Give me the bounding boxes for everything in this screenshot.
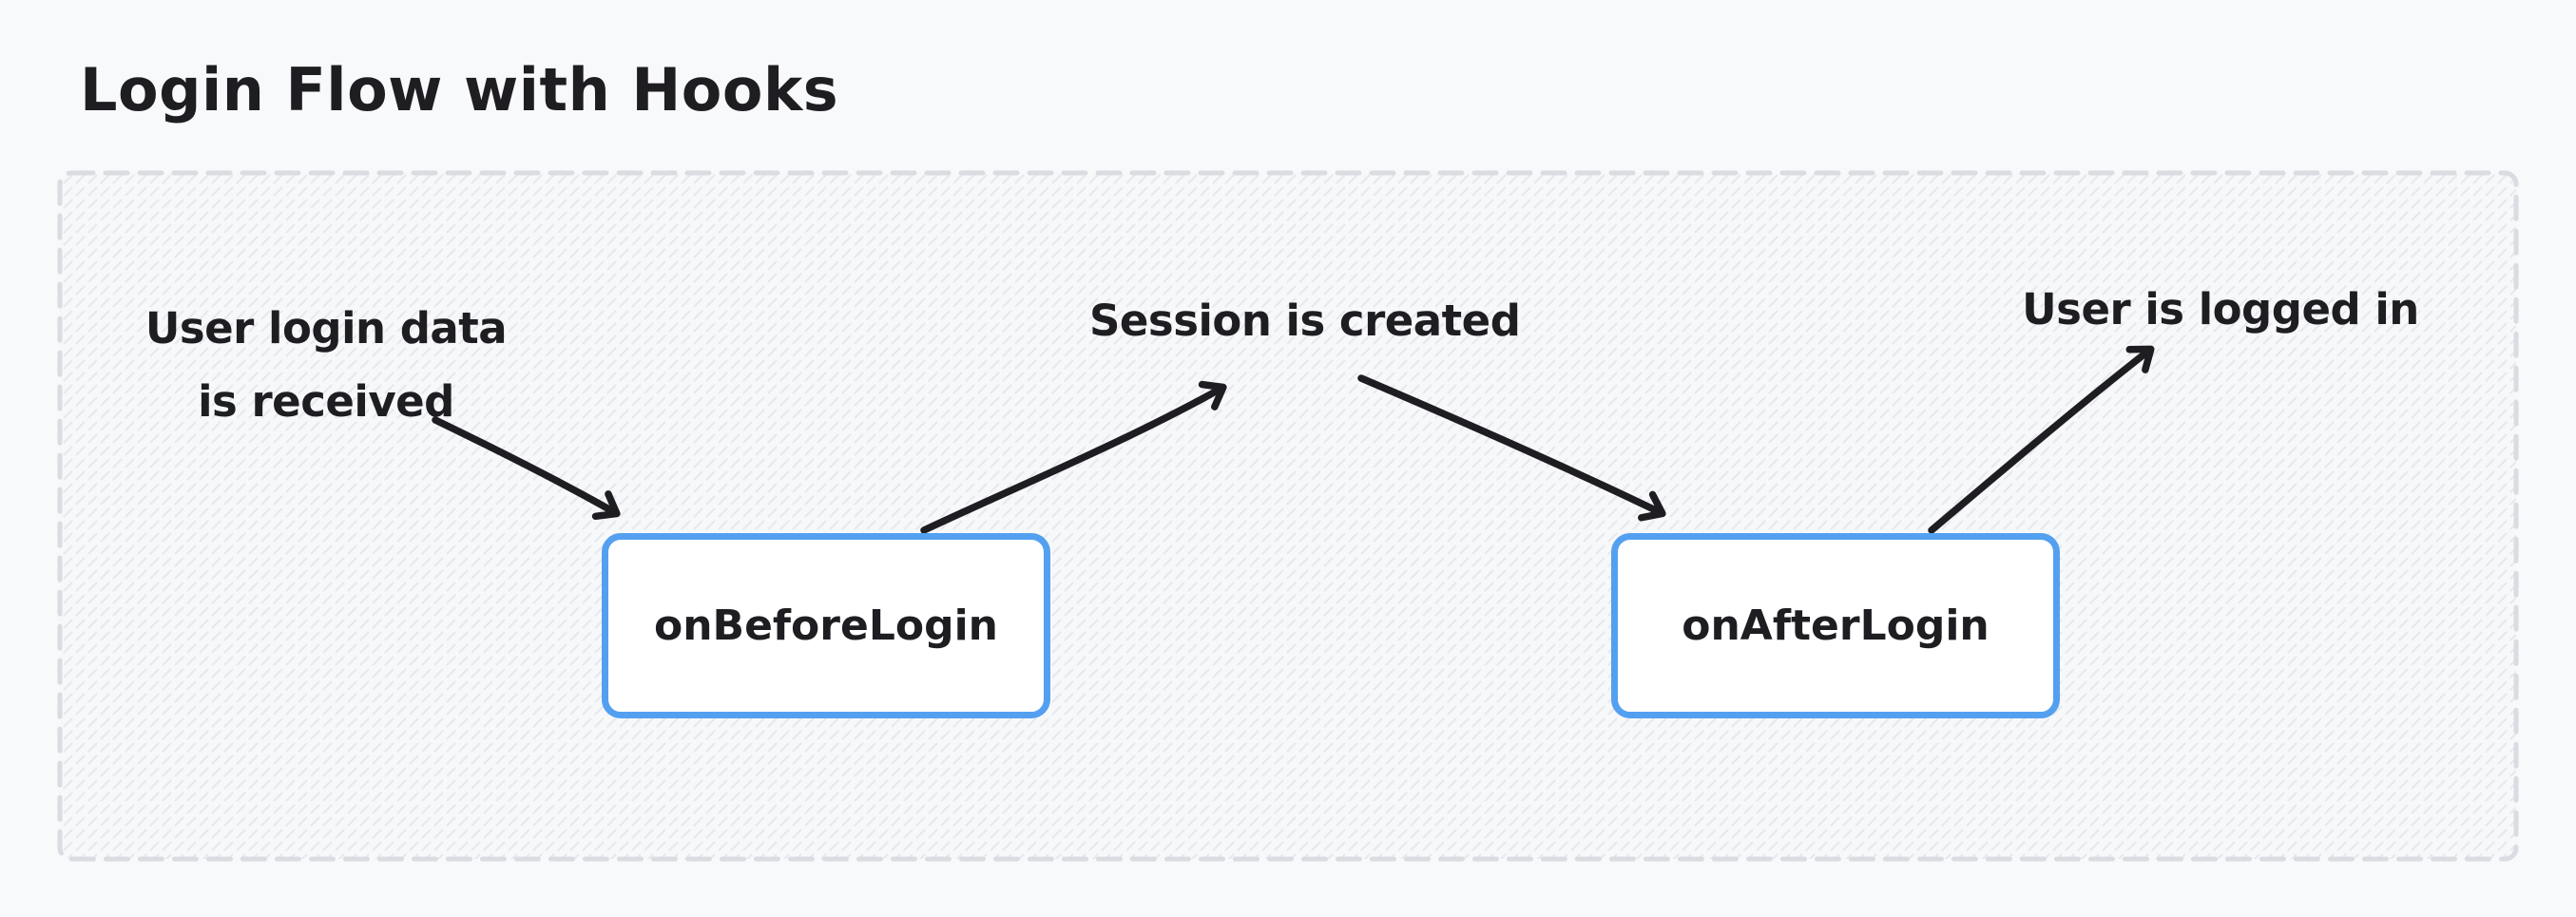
annotation-session-created[interactable]: Session is created [1089,296,1521,346]
annotation-user-logged-in[interactable]: User is logged in [2022,284,2419,334]
node-onafterlogin-label: onAfterLogin [1682,602,1990,650]
arrow-session-to-onafterlogin[interactable] [1357,374,1666,522]
arrow-onbeforelogin-to-session[interactable] [920,380,1227,534]
page-title[interactable]: Login Flow with Hooks [80,55,839,124]
node-onbeforelogin[interactable]: onBeforeLogin [602,533,1050,718]
annotation-user-login-data-line2: is received [198,375,454,427]
annotation-user-login-data[interactable]: User login data is received [112,293,540,438]
arrow-received-to-onbeforelogin[interactable] [432,416,621,521]
annotation-user-login-data-line1: User login data [144,303,508,353]
node-onbeforelogin-label: onBeforeLogin [653,602,998,650]
arrow-onafterlogin-to-loggedin[interactable] [1928,345,2155,534]
node-onafterlogin[interactable]: onAfterLogin [1611,533,2060,718]
